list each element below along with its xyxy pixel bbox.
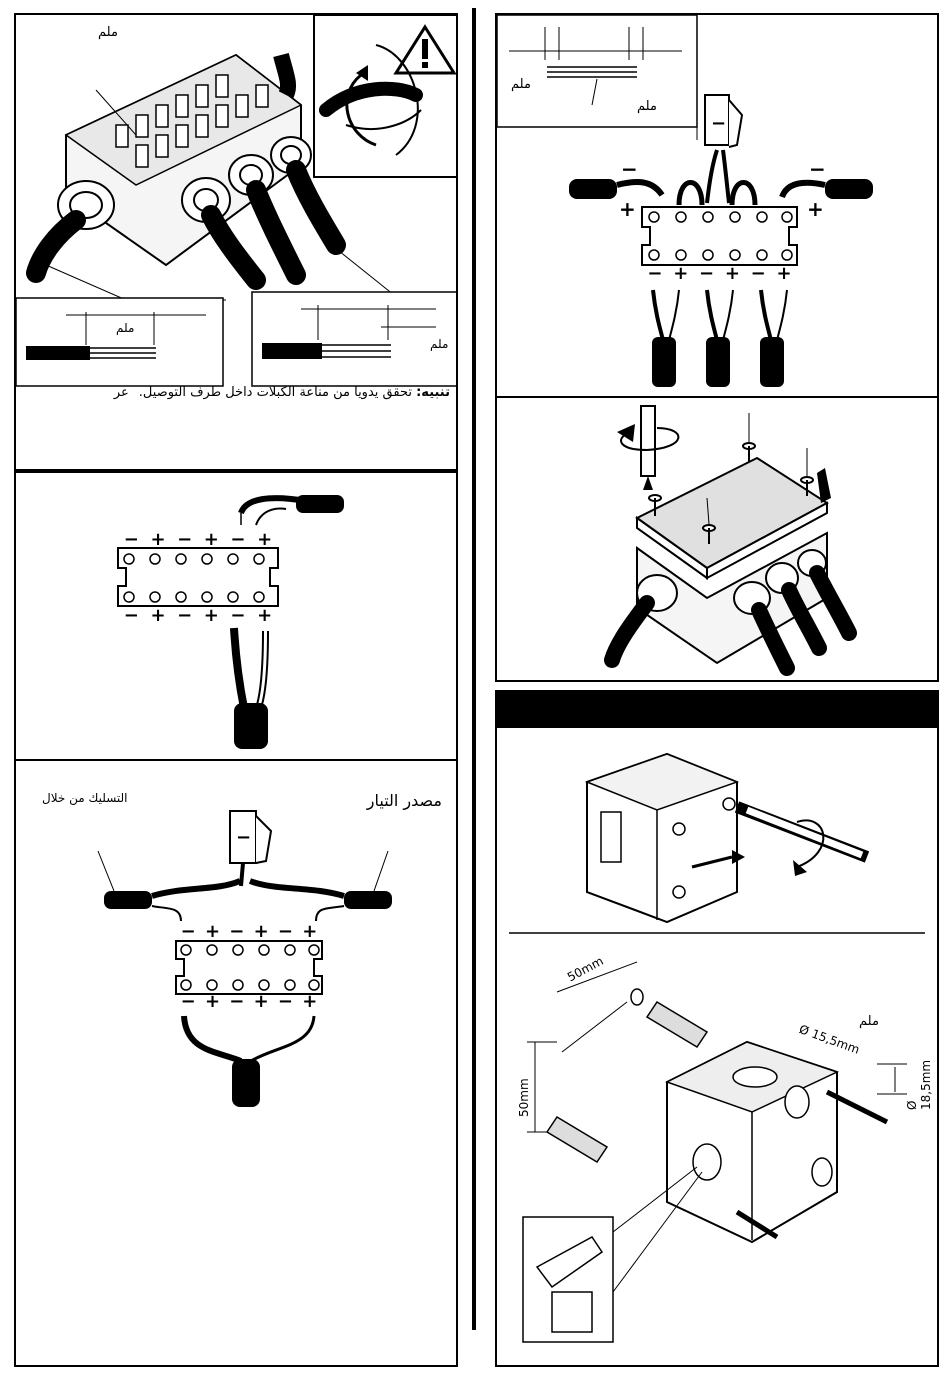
right-cable-plus: + — [807, 197, 824, 221]
terminal-signs-bottom: − + − + − + — [118, 605, 278, 626]
plug-minus-sign: − — [711, 113, 726, 134]
dim-185mm: Ø 18,5mm — [905, 1060, 933, 1110]
panel-mounting: ملم 50mm 50mm Ø 15,5mm Ø 18,5mm — [495, 690, 939, 1367]
sign3-top-3: − — [229, 921, 244, 942]
sign-bottom-4: + — [204, 605, 219, 626]
left-cable-plus: + — [619, 197, 636, 221]
sign3-top-5: − — [278, 921, 293, 942]
column-divider — [472, 8, 476, 1330]
sign-bottom-1: − — [124, 605, 139, 626]
sign-bottom-2: + — [150, 605, 165, 626]
power-source-label: مصدر التيار — [367, 791, 442, 810]
panel-power-wiring-through: مصدر التيار التسليك من خلال − − + − + − … — [14, 759, 458, 1367]
left-cable-minus: − — [621, 157, 638, 181]
sign4-bottom-6: + — [777, 263, 792, 284]
terminal-signs-top-3: − + − + − + — [176, 921, 322, 942]
sign3-bottom-1: − — [181, 991, 196, 1012]
sign3-bottom-5: − — [278, 991, 293, 1012]
sign-top-1: − — [124, 529, 139, 550]
sign3-top-6: + — [302, 921, 317, 942]
sign3-top-2: + — [205, 921, 220, 942]
sign4-bottom-1: − — [647, 263, 662, 284]
sign3-bottom-6: + — [302, 991, 317, 1012]
sign-top-4: + — [204, 529, 219, 550]
mm-label-plug: ملم — [637, 99, 657, 114]
sign4-bottom-3: − — [699, 263, 714, 284]
daisy-chain-diagram — [497, 15, 939, 398]
close-lid-illustration — [497, 398, 939, 682]
sign3-top-1: − — [181, 921, 196, 942]
warning-text: تنبيه: تحقق يدويا من مناعة الكبلات داخل … — [114, 385, 450, 400]
mm-label-inset: ملم — [511, 77, 531, 92]
panel-terminal-strip: − + − + − + − + − + − + — [14, 471, 458, 761]
mm-label-strip-left: ملم — [116, 321, 134, 335]
wiring-through-label: التسليك من خلال — [42, 791, 128, 805]
sign3-top-4: + — [254, 921, 269, 942]
panel-daisy-chain: ملم ملم − − + − + − + − + − + — [495, 13, 939, 398]
mounting-illustration — [497, 692, 939, 1367]
right-cable-minus: − — [809, 157, 826, 181]
sign-top-6: + — [257, 529, 272, 550]
terminal-signs-bottom-4: − + − + − + — [642, 263, 797, 284]
panel-junction-box-cables: ملم ملم ملم تنبيه: تحقق يدويا من مناعة ا… — [14, 13, 458, 473]
junction-box-illustration — [16, 15, 458, 473]
sign4-bottom-4: + — [725, 263, 740, 284]
sign3-bottom-3: − — [229, 991, 244, 1012]
sign-top-3: − — [177, 529, 192, 550]
warning-bold: تنبيه: — [416, 385, 450, 400]
sign-top-5: − — [230, 529, 245, 550]
warning-code: عر — [114, 385, 129, 400]
device-minus-sign: − — [236, 827, 251, 848]
sign-bottom-5: − — [230, 605, 245, 626]
sign-top-2: + — [150, 529, 165, 550]
mm-label-top: ملم — [98, 25, 118, 40]
mm-label-strip-right: ملم — [430, 337, 448, 351]
sign4-bottom-5: − — [751, 263, 766, 284]
warning-body: تحقق يدويا من مناعة الكبلات داخل طرف الت… — [139, 385, 416, 400]
terminal-signs-bottom-3: − + − + − + — [176, 991, 322, 1012]
power-wiring-diagram — [16, 761, 458, 1367]
sign3-bottom-4: + — [254, 991, 269, 1012]
panel-close-lid — [495, 396, 939, 682]
sign3-bottom-2: + — [205, 991, 220, 1012]
dim-50mm-vertical: 50mm — [517, 1078, 531, 1117]
sign-bottom-6: + — [257, 605, 272, 626]
sign-bottom-3: − — [177, 605, 192, 626]
sign4-bottom-2: + — [673, 263, 688, 284]
terminal-signs-top: − + − + − + — [118, 529, 278, 550]
mm-label-mounting: ملم — [859, 1014, 879, 1029]
